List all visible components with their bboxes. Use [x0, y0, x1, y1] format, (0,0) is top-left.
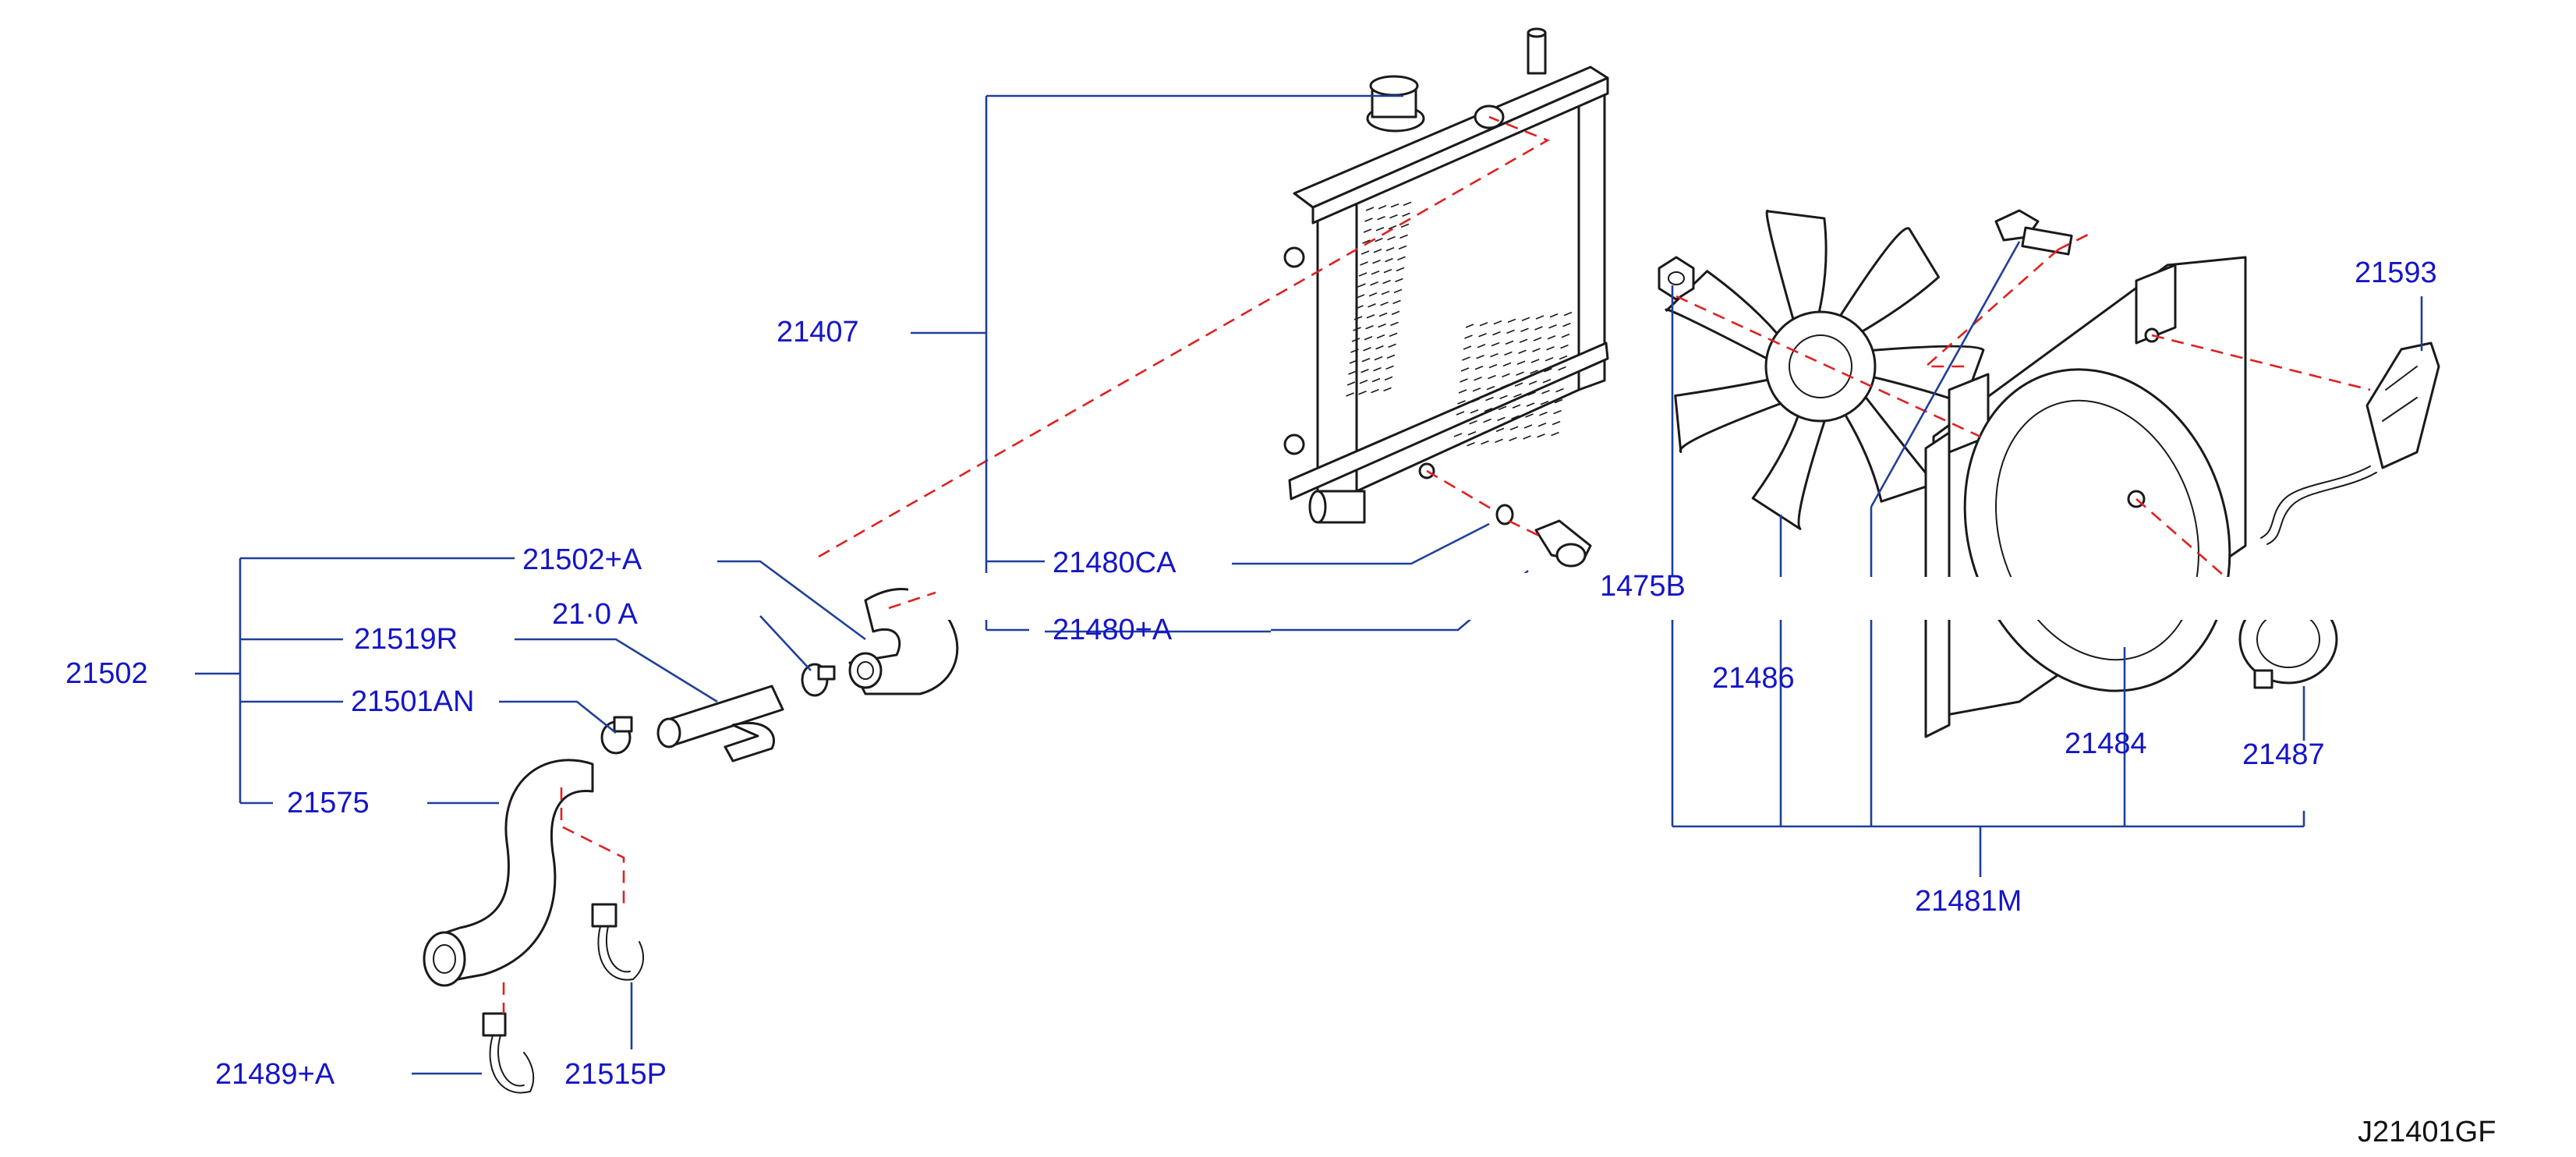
leader-lines — [195, 94, 2423, 1075]
label-21515p: 21515P — [564, 1058, 667, 1091]
label-21486: 21486 — [1712, 662, 1795, 695]
label-21489-a: 21489+A — [215, 1058, 335, 1091]
label-21502-a: 21502+A — [522, 543, 642, 576]
label-21480-a: 21480+A — [1053, 614, 1173, 646]
label-21593: 21593 — [2355, 257, 2437, 289]
fan-shroud — [1924, 256, 2247, 738]
drain-plug — [1495, 504, 1592, 568]
label-21519r: 21519R — [354, 623, 458, 656]
nut — [1658, 256, 1695, 301]
label-21510a: 21·0 A — [552, 598, 639, 631]
label-21407: 21407 — [777, 316, 859, 349]
upper-hose-clamp — [801, 663, 836, 697]
label-21575: 21575 — [287, 787, 370, 819]
fan-blade — [1665, 209, 1985, 530]
wire-harness — [2260, 341, 2440, 545]
lower-hose-clamp — [600, 716, 633, 755]
label-21480ca: 21480CA — [1053, 547, 1177, 579]
label-21502: 21502 — [65, 657, 148, 690]
hose-clip-right — [591, 903, 644, 981]
label-21481m: 21481M — [1915, 885, 2022, 918]
label-21475b: 1475B — [1600, 570, 1686, 603]
water-pipe — [656, 685, 784, 762]
label-21487: 21487 — [2242, 738, 2325, 771]
part-labels: 21407 21502+A 21502 21519R 21501AN 21575… — [65, 257, 2496, 1148]
drawing-code: J21401GF — [2358, 1116, 2496, 1148]
lower-hose — [423, 759, 594, 987]
hose-clip-left — [482, 1012, 535, 1094]
label-21484: 21484 — [2065, 727, 2147, 760]
assembly-dashed-lines — [502, 115, 2371, 1014]
radiator — [1283, 27, 1609, 524]
bolt — [1994, 209, 2073, 256]
label-21501an: 21501AN — [351, 685, 474, 718]
